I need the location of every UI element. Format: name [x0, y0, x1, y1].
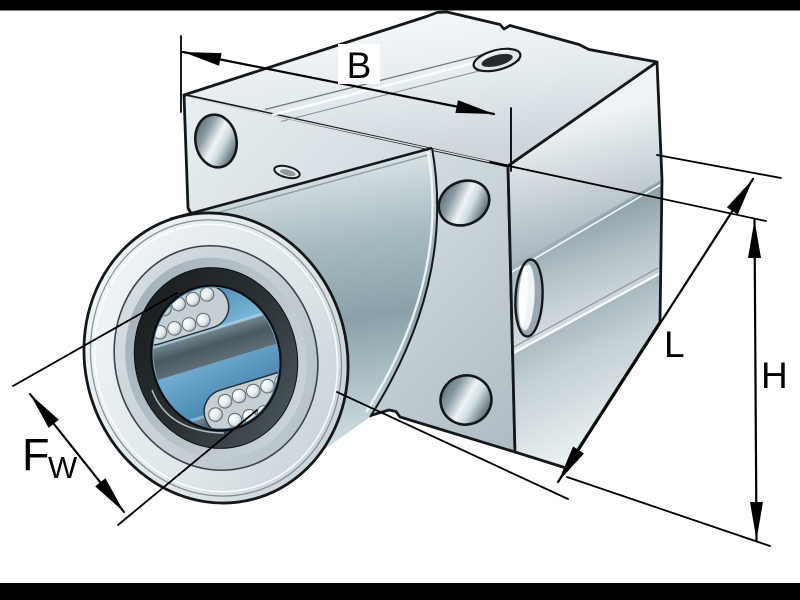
bearing-cylinder	[82, 146, 439, 505]
b-arrowhead-left	[183, 52, 222, 66]
right-face-step-edge2	[511, 267, 659, 349]
l-extension-top	[656, 154, 782, 179]
fw-extension-upper	[12, 292, 178, 387]
dimensions: B L H F W	[12, 35, 788, 547]
dimension-h: H	[566, 218, 788, 547]
fw-arrowhead-upper	[30, 394, 59, 428]
bottom-frame-bar	[0, 583, 800, 600]
dimension-label-h: H	[761, 355, 788, 396]
dimension-label-fw-main: F	[22, 429, 50, 480]
top-frame-bar	[0, 0, 800, 11]
h-arrowhead-bottom	[750, 502, 763, 540]
h-extension-bottom	[566, 476, 771, 547]
right-face-slot	[514, 258, 544, 338]
right-face-step-highlight2	[512, 272, 661, 354]
dimension-label-fw-sub: W	[48, 450, 78, 485]
b-arrowhead-right	[455, 100, 494, 114]
h-dimension-line	[753, 218, 758, 542]
fw-arrowhead-lower	[95, 478, 124, 512]
l-extension-bottom	[336, 391, 569, 500]
cylinder-base-edge	[369, 147, 439, 418]
cylinder-top-silhouette	[169, 146, 433, 221]
dimension-l: L	[336, 154, 782, 500]
right-face-step-edge1	[509, 179, 663, 269]
flange-hole-bottom	[439, 374, 493, 426]
flange-hole-top-left	[193, 113, 239, 169]
top-lube-slot	[472, 47, 522, 73]
block-right-face	[506, 60, 664, 470]
l-arrowhead-top	[726, 179, 753, 215]
seal-rim-highlight	[151, 389, 225, 434]
bore-track-plate-center	[137, 303, 295, 387]
l-h-leader	[489, 161, 767, 222]
l-arrowhead-bottom	[558, 446, 584, 482]
right-face-step-highlight1	[510, 183, 662, 274]
dimension-b: B	[180, 35, 512, 172]
h-arrowhead-top	[748, 220, 761, 258]
top-front-edge-highlight	[185, 95, 506, 166]
cylinder-lube-hole	[273, 164, 301, 180]
dimension-fw: F W	[12, 292, 258, 526]
l-dimension-line	[556, 177, 755, 484]
dimension-label-b: B	[347, 45, 372, 86]
b-label-background	[338, 44, 380, 84]
top-groove-edge	[264, 47, 510, 111]
cylinder-base-highlight	[364, 151, 434, 413]
fw-extension-lower	[117, 409, 258, 526]
dimension-label-l: L	[664, 324, 685, 365]
flange-hole-top-right	[437, 179, 491, 227]
